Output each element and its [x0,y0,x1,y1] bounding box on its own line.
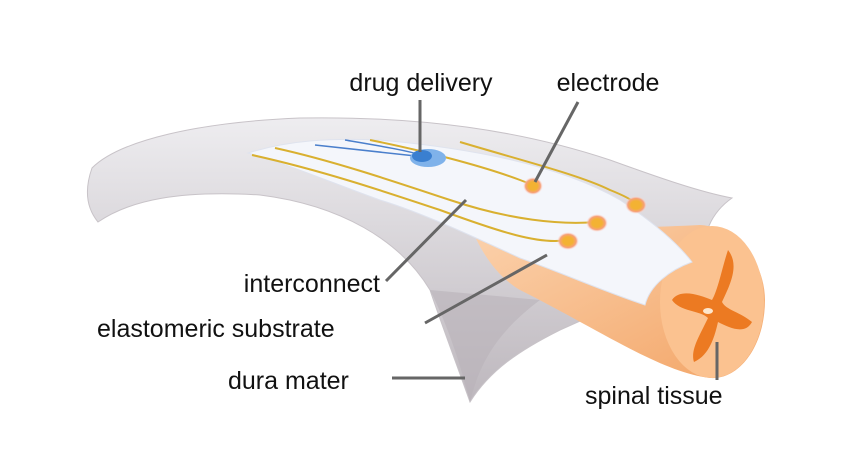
label-dura-mater: dura mater [228,367,349,395]
central-canal [703,308,713,314]
grey-matter [672,250,752,362]
label-elastomeric-substrate: elastomeric substrate [97,315,335,343]
interconnect-leader [384,198,468,283]
substrate-leader [424,253,548,325]
label-drug-delivery: drug delivery [349,69,493,97]
electrode [625,196,647,214]
dura-shadow [430,290,540,402]
electrode [557,232,579,250]
drug-delivery-core [412,150,432,162]
label-spinal-tissue: spinal tissue [585,382,723,410]
electrode-leader [533,101,580,183]
elastomeric-substrate [246,138,693,306]
electrode [523,177,543,195]
label-interconnect: interconnect [244,270,380,298]
electrodes [523,177,647,250]
electrode [586,214,608,232]
label-electrode: electrode [557,69,660,97]
